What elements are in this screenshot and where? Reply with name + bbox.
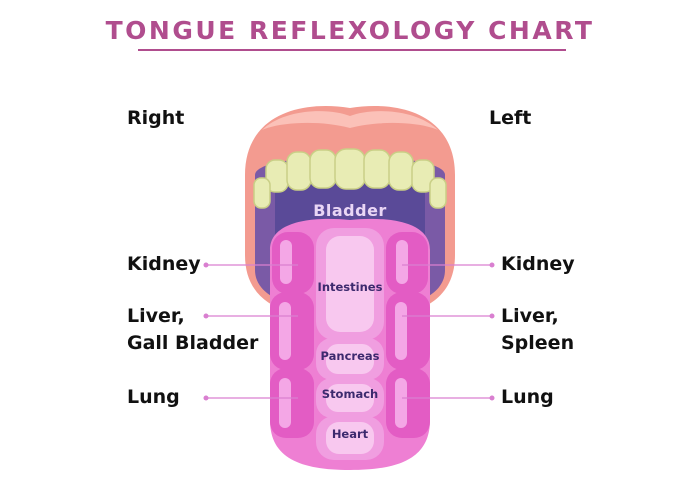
tongue-center-column (316, 228, 384, 460)
zone-stomach: Stomach (322, 387, 378, 401)
leader-lines (207, 264, 491, 399)
left-label-liver: Liver, (127, 305, 185, 327)
upper-teeth (253, 148, 447, 209)
right-label-kidney: Kidney (501, 253, 575, 275)
zone-heart: Heart (332, 427, 369, 441)
zone-bladder: Bladder (313, 201, 387, 220)
chart-title: TONGUE REFLEXOLOGY CHART (105, 16, 595, 45)
leader-dots (203, 262, 495, 401)
title-underline (138, 49, 566, 51)
left-label-lung: Lung (127, 386, 180, 408)
left-label-kidney: Kidney (127, 253, 201, 275)
left-label-gall-bladder: Gall Bladder (127, 332, 259, 354)
orientation-right: Right (127, 107, 185, 129)
right-label-lung: Lung (501, 386, 554, 408)
zone-pancreas: Pancreas (321, 349, 380, 363)
upper-lip-highlight (262, 111, 438, 130)
right-label-spleen: Spleen (501, 332, 575, 354)
zone-intestines: Intestines (318, 280, 383, 294)
orientation-left: Left (489, 107, 532, 129)
right-label-liver: Liver, (501, 305, 559, 327)
